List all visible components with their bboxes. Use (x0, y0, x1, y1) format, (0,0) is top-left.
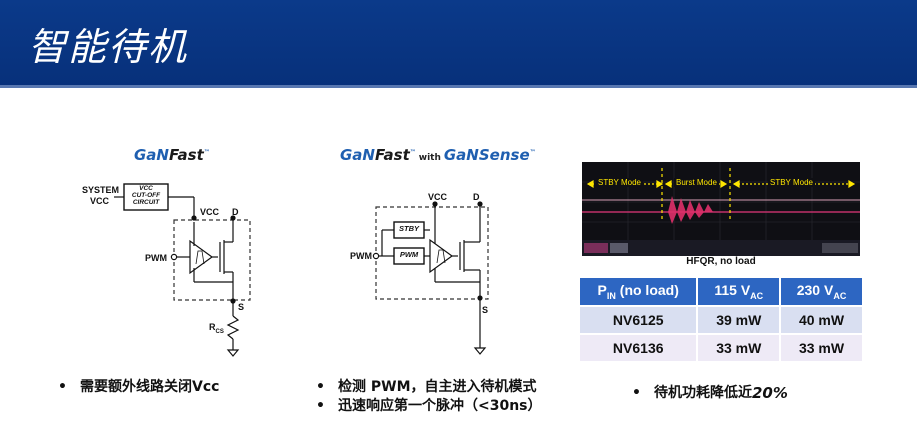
label-pwm-box: PWM (399, 250, 419, 259)
bullet-text: 待机功耗降低近 (654, 385, 752, 401)
logo-gan-text: GaN (134, 146, 169, 164)
header-115-main: 115 V (714, 282, 751, 299)
oscilloscope-capture: STBY Mode Burst Mode STBY Mode (582, 162, 860, 256)
scope-label-stby-right: STBY Mode (768, 178, 815, 187)
bullet-dot: • (632, 385, 641, 401)
label-s-mid: S (482, 305, 489, 315)
header-edge (0, 85, 917, 88)
logo2-tm-1: ™ (409, 149, 416, 156)
bullet-dot: • (316, 379, 325, 395)
table-header-230v: 230 VAC (781, 278, 862, 305)
logo2-gan-text: GaN (340, 146, 375, 164)
logo2-sense-text: Sense (478, 146, 530, 164)
standby-power-table: PIN (no load) 115 VAC 230 VAC NV6125 39 … (580, 276, 862, 363)
bullet-item: • 检测 PWM，自主进入待机模式 (316, 378, 542, 397)
bullet-item: • 待机功耗降低近 20% (632, 384, 788, 403)
label-cutoff-3: CIRCUIT (132, 199, 160, 206)
table-cell-115v: 33 mW (698, 335, 782, 361)
table-cell-230v: 33 mW (781, 335, 862, 361)
table-cell-part: NV6136 (580, 335, 699, 361)
label-cutoff-2: CUT-OFF (131, 192, 161, 199)
header-230-main: 230 V (796, 282, 834, 299)
label-vcc-system: VCC (90, 196, 110, 206)
left-circuit-diagram (114, 183, 251, 357)
label-vcc-mid: VCC (428, 192, 448, 202)
header-pin-main: P (597, 282, 607, 299)
ganfast-logo: GaNFast™ (134, 146, 210, 164)
label-system: SYSTEM (82, 185, 120, 195)
scope-caption: HFQR, no load (686, 256, 756, 267)
label-rcs: RCS (209, 322, 224, 335)
label-d-left: D (232, 207, 239, 217)
label-pwm-mid: PWM (350, 251, 372, 261)
bullet-item: • 迅速响应第一个脉冲（<30ns） (316, 397, 542, 416)
logo-fast-text: Fast (169, 146, 204, 164)
logo2-tm-2: ™ (529, 149, 536, 156)
oscilloscope-trace (582, 162, 860, 256)
header-230-sub: AC (833, 290, 847, 301)
label-cutoff-1: VCC (139, 185, 153, 192)
label-rcs-sub: CS (215, 328, 224, 335)
label-s-left: S (238, 302, 245, 312)
table-header-115v: 115 VAC (698, 278, 782, 305)
bullet-dot: • (316, 398, 325, 414)
right-bullets: • 待机功耗降低近 20% (632, 384, 788, 403)
bullet-item: • 需要额外线路关闭Vcc (58, 378, 219, 397)
label-pwm-left: PWM (145, 253, 167, 263)
label-d-mid: D (473, 192, 480, 202)
table-header-pin: PIN (no load) (580, 278, 699, 305)
scope-label-stby-left: STBY Mode (596, 178, 643, 187)
label-vcc-left: VCC (200, 207, 220, 217)
left-bullets: • 需要额外线路关闭Vcc (58, 378, 219, 397)
scope-label-burst: Burst Mode (674, 178, 719, 187)
logo2-gan2-text: GaN (443, 146, 479, 164)
label-rcs-main: R (209, 322, 216, 332)
table-cell-part: NV6125 (580, 307, 699, 333)
bullet-text: 需要额外线路关闭Vcc (80, 379, 220, 395)
logo2-with-text: with (418, 153, 441, 163)
slide-header: 智能待机 (0, 0, 917, 88)
bullet-text: 迅速响应第一个脉冲（<30ns） (338, 398, 542, 414)
table-row: NV6125 39 mW 40 mW (580, 307, 862, 333)
bullet-value: 20% (752, 384, 788, 402)
bullet-dot: • (58, 379, 67, 395)
logo-tm: ™ (203, 149, 210, 156)
table-cell-230v: 40 mW (781, 307, 862, 333)
header-115-sub: AC (750, 290, 764, 301)
table-header-row: PIN (no load) 115 VAC 230 VAC (580, 278, 862, 305)
table-row: NV6136 33 mW 33 mW (580, 335, 862, 361)
middle-circuit-diagram (372, 201, 489, 355)
header-pin-rest: (no load) (615, 282, 679, 299)
header-pin-sub: IN (606, 290, 616, 301)
middle-bullets: • 检测 PWM，自主进入待机模式 • 迅速响应第一个脉冲（<30ns） (316, 378, 542, 416)
slide-title: 智能待机 (28, 25, 189, 69)
bullet-text: 检测 PWM，自主进入待机模式 (338, 379, 537, 395)
label-stby-box: STBY (398, 224, 419, 233)
logo2-fast-text: Fast (375, 146, 410, 164)
table-cell-115v: 39 mW (698, 307, 782, 333)
